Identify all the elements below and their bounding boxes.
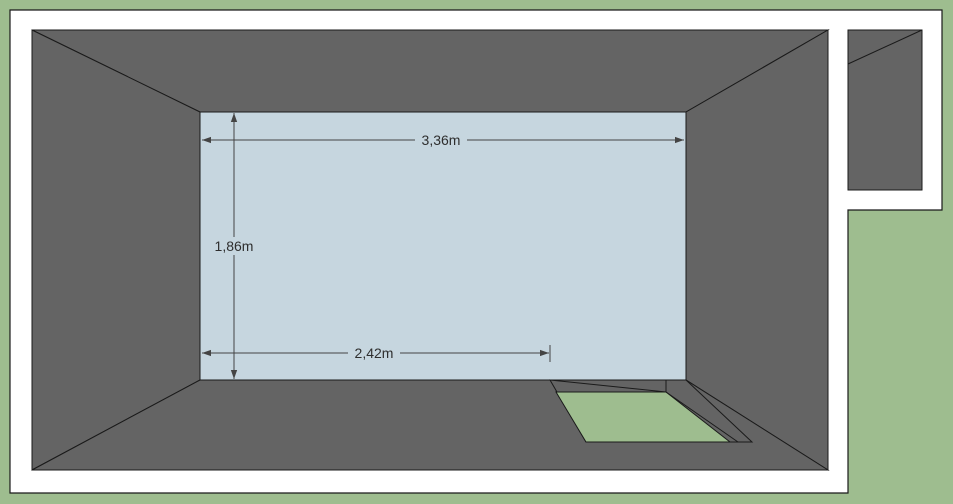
dimension-depth-label: 1,86m bbox=[215, 238, 254, 254]
stair-step-line bbox=[665, 391, 739, 443]
dimension-partial: 2,42m bbox=[202, 344, 551, 362]
dimension-width-label: 3,36m bbox=[422, 132, 461, 148]
dimension-partial-label: 2,42m bbox=[355, 345, 394, 361]
annex-diagonal bbox=[847, 29, 923, 65]
dimension-width: 3,36m bbox=[202, 131, 684, 149]
annex-block bbox=[847, 29, 923, 191]
room-floor bbox=[199, 111, 687, 381]
dimension-depth: 1,86m bbox=[210, 113, 260, 379]
stair-opening bbox=[555, 391, 732, 443]
